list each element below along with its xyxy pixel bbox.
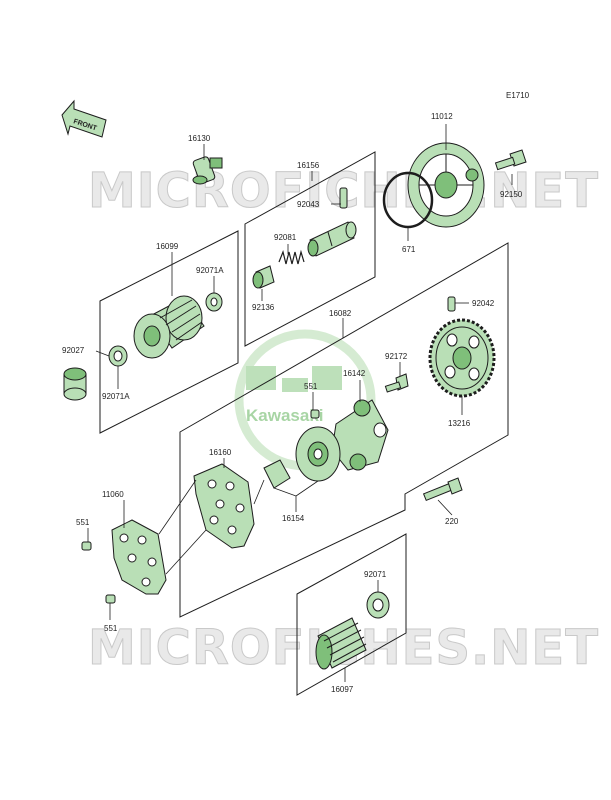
part-92027-cap [63,367,87,401]
filter-group-frame [99,230,239,434]
part-16160-plate [193,463,255,549]
strainer-frame [296,533,407,696]
part-551-pin-left [81,541,92,551]
part-92172-bolt [384,373,409,393]
label-92027: 92027 [62,346,85,355]
label-16156: 16156 [297,161,320,170]
label-551-left: 551 [76,518,90,527]
part-92071-seal [366,591,390,619]
label-16099: 16099 [156,242,179,251]
label-16130: 16130 [188,134,211,143]
relief-valve-frame [244,151,376,347]
part-16097-strainer [315,617,367,670]
part-16099-oil-filter [133,295,205,359]
kawasaki-logo-text: Kawasaki [246,406,324,425]
part-16154-block [263,459,291,489]
part-92042-pin [447,296,456,312]
label-13216: 13216 [448,419,471,428]
part-220-bolt [422,477,463,502]
part-92150-bolt [494,149,527,171]
part-13216-gear [428,318,496,398]
label-551-bottom: 551 [104,624,118,633]
label-92136: 92136 [252,303,275,312]
part-551-pin-top [310,409,320,419]
label-16154: 16154 [282,514,305,523]
part-11060-cover-plate [111,519,167,595]
label-92043: 92043 [297,200,320,209]
label-11012: 11012 [431,112,453,121]
part-16130-fitting [192,156,223,185]
label-551-top: 551 [304,382,318,391]
diagram-code: E1710 [506,91,530,100]
label-16097: 16097 [331,685,354,694]
label-92071a-bottom: 92071A [102,392,130,401]
label-16082: 16082 [329,309,352,318]
label-220: 220 [445,517,459,526]
leader-lines [87,124,513,682]
oil-pump-frame [179,242,509,618]
label-671: 671 [402,245,416,254]
front-arrow-icon: FRONT [61,99,107,138]
part-551-pin-bottom [105,594,116,604]
label-16160: 16160 [209,448,232,457]
part-16142-pump-body [331,399,389,471]
part-11012-cover [407,142,485,228]
part-92071a-washer-top [205,292,223,312]
label-92042: 92042 [472,299,495,308]
label-92071: 92071 [364,570,387,579]
part-92136-piston [252,265,275,289]
part-92043-pin [339,187,348,209]
part-16154-rotor [295,426,341,482]
label-92172: 92172 [385,352,408,361]
label-11060: 11060 [102,490,124,499]
part-92071a-washer-bottom [108,345,128,367]
label-92081: 92081 [274,233,297,242]
label-92150: 92150 [500,190,523,199]
label-16142: 16142 [343,369,366,378]
part-92081-spring [278,249,305,265]
label-92071a-top: 92071A [196,266,224,275]
part-16156-relief-valve [307,221,357,257]
